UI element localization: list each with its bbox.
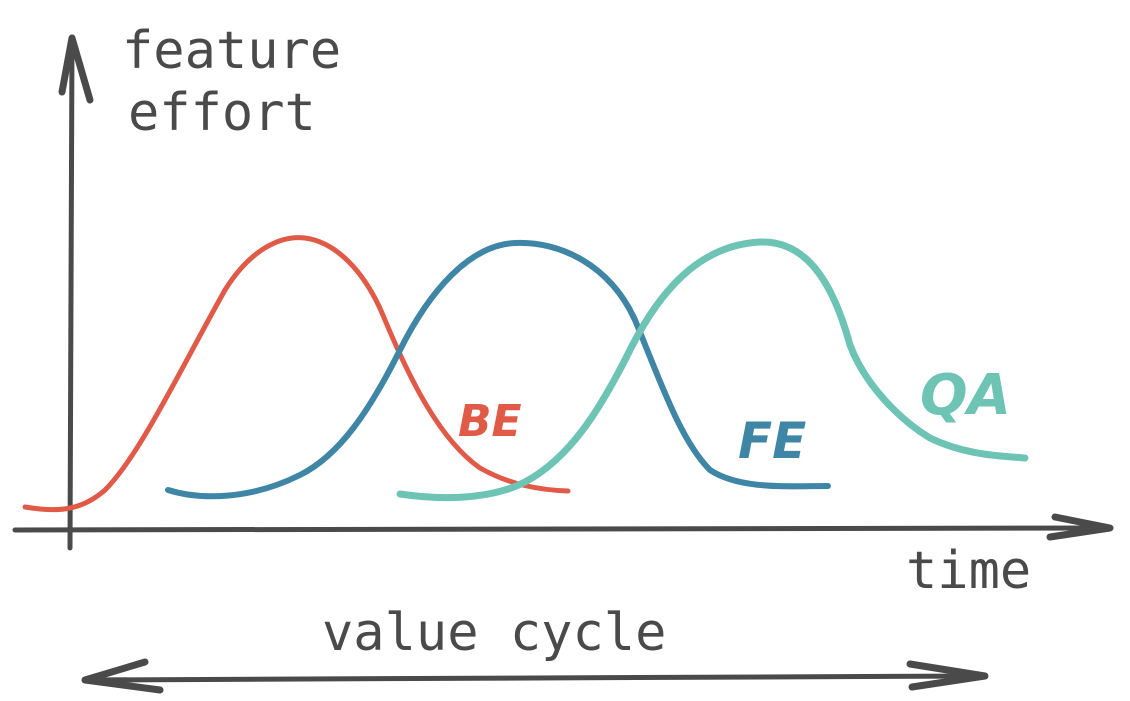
- span-arrow-left-head: [81, 658, 164, 694]
- be-label: BE: [458, 396, 522, 447]
- span-label: value cycle: [322, 603, 666, 663]
- y-axis: [58, 34, 94, 551]
- y-axis-line: [67, 37, 75, 551]
- x-axis-line: [12, 525, 1113, 533]
- x-axis-arrowhead: [1046, 513, 1114, 541]
- span-double-arrow: [81, 658, 989, 694]
- x-axis-label: time: [906, 541, 1031, 601]
- y-axis-arrowhead: [58, 34, 94, 104]
- qa-curve: [396, 238, 1029, 502]
- qa-label: QA: [920, 363, 1011, 428]
- y-axis-label-line1: feature: [122, 21, 341, 81]
- fe-label: FE: [738, 412, 806, 470]
- span-arrow-right-head: [906, 660, 989, 691]
- y-axis-label-line2: effort: [128, 83, 316, 143]
- fe-curve: [165, 239, 831, 500]
- x-axis: [12, 513, 1114, 541]
- span-arrow-line: [82, 673, 988, 683]
- be-curve: [22, 235, 571, 513]
